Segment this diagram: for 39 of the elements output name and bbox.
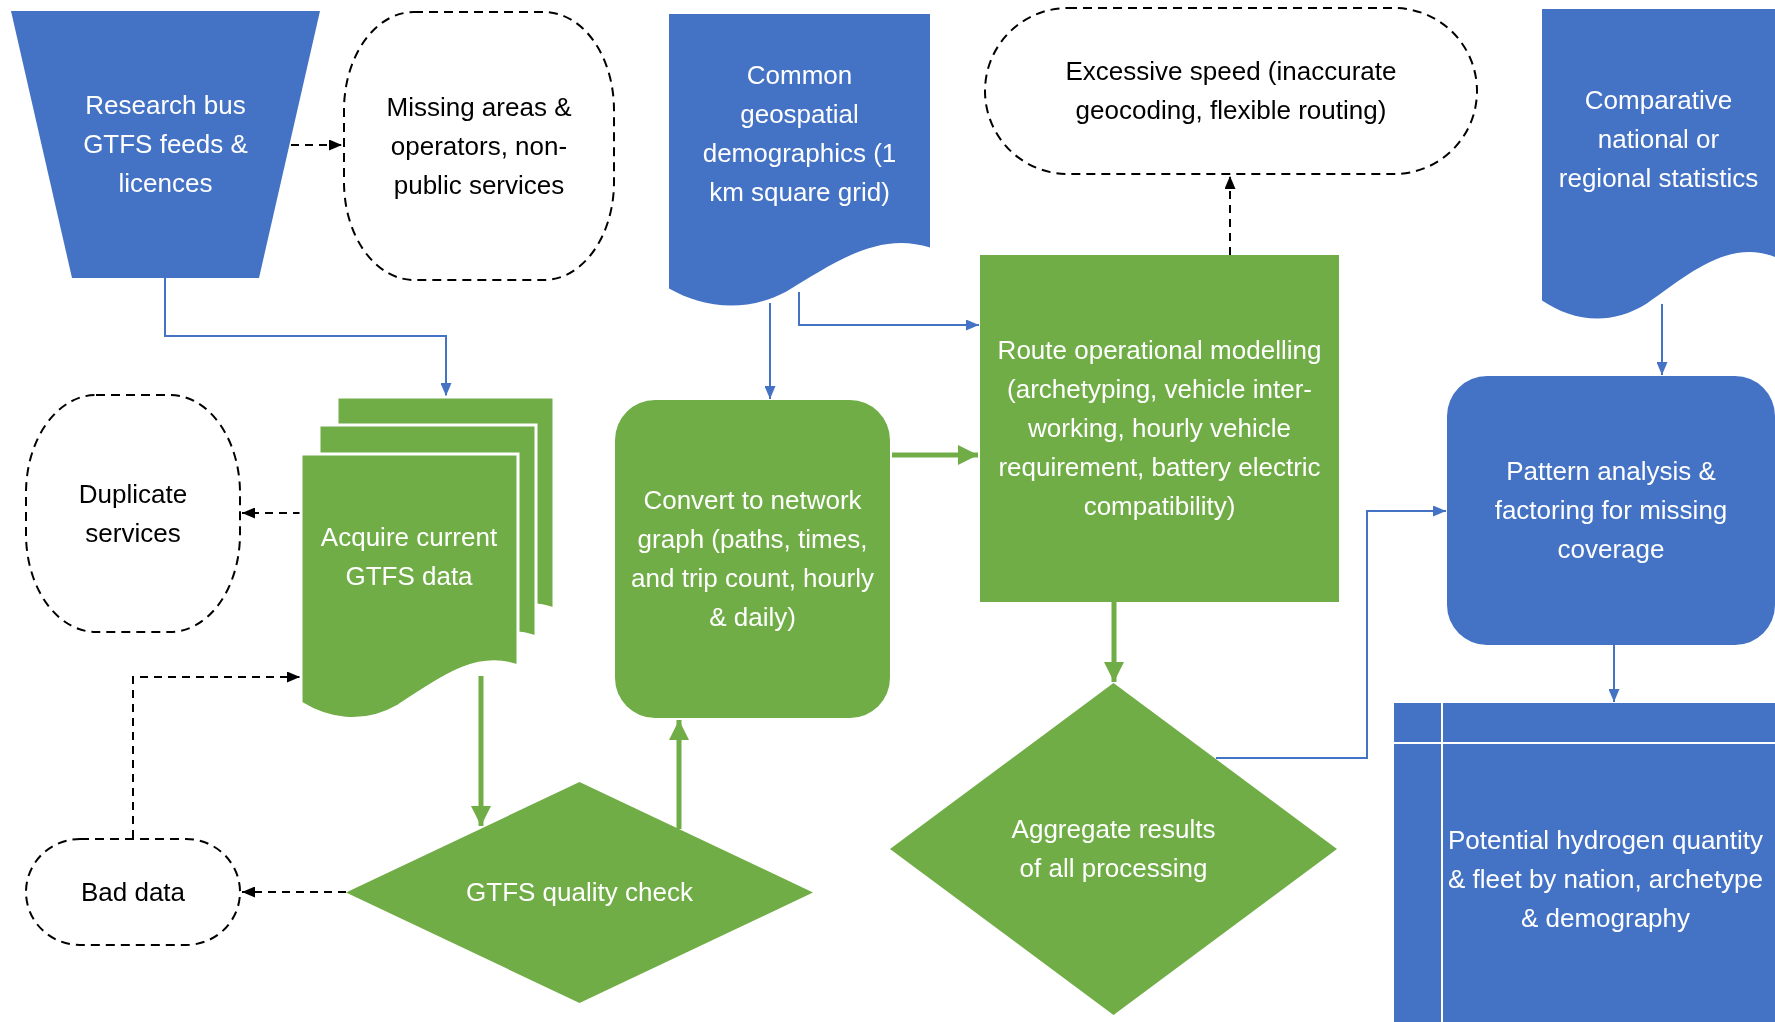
node-text: Excessive speed (inaccurate geocoding, flexible routing)	[1064, 55, 1398, 127]
document-shape	[669, 14, 930, 306]
node-text: Aggregate results of all processing	[1010, 813, 1217, 885]
node-text: GTFS quality check	[466, 876, 693, 909]
node-text: Duplicate services	[77, 477, 189, 550]
node-text: Bad data	[80, 875, 186, 909]
arrow	[798, 291, 980, 331]
arrow	[1104, 602, 1124, 682]
node-text: Convert to network graph (paths, times, and trip count, hourly & daily)	[630, 484, 875, 634]
arrow	[1608, 644, 1620, 703]
rounded-box	[615, 400, 890, 718]
manual-input-trapezoid	[11, 11, 320, 278]
arrow	[1215, 505, 1447, 759]
arrow	[1656, 303, 1668, 376]
node-text: Pattern analysis & factoring for missing coverage	[1493, 455, 1729, 566]
arrow	[764, 302, 776, 400]
arrow	[164, 277, 452, 397]
node-text: Acquire current GTFS data	[319, 521, 499, 593]
node-text: Research bus GTFS feeds & licences	[82, 89, 249, 200]
decision-diamond	[346, 782, 813, 1003]
document-shape	[1542, 9, 1775, 319]
arrow	[892, 445, 978, 465]
arrow	[290, 139, 343, 151]
arrow	[241, 507, 302, 519]
decision-diamond	[890, 683, 1337, 1015]
arrow	[132, 671, 301, 839]
storage-box	[1394, 703, 1775, 1022]
node-text: Comparative national or regional statistics	[1557, 83, 1760, 195]
multi-document-shape	[301, 397, 555, 719]
arrow	[669, 720, 689, 829]
process-box	[980, 255, 1339, 602]
arrow	[471, 676, 491, 826]
arrow	[241, 886, 347, 898]
node-text: Potential hydrogen quantity & fleet by nation, archetype & demography	[1446, 824, 1765, 935]
rounded-box	[1447, 376, 1775, 645]
node-text: Missing areas & operators, non-public services	[385, 90, 573, 202]
node-text: Route operational modelling (archetyping, vehicle inter-working, hourly vehicle requirement, battery electric compatibility)	[996, 334, 1323, 523]
node-text: Common geospatial demographics (1 km square grid)	[701, 59, 898, 209]
arrow	[1224, 175, 1236, 256]
